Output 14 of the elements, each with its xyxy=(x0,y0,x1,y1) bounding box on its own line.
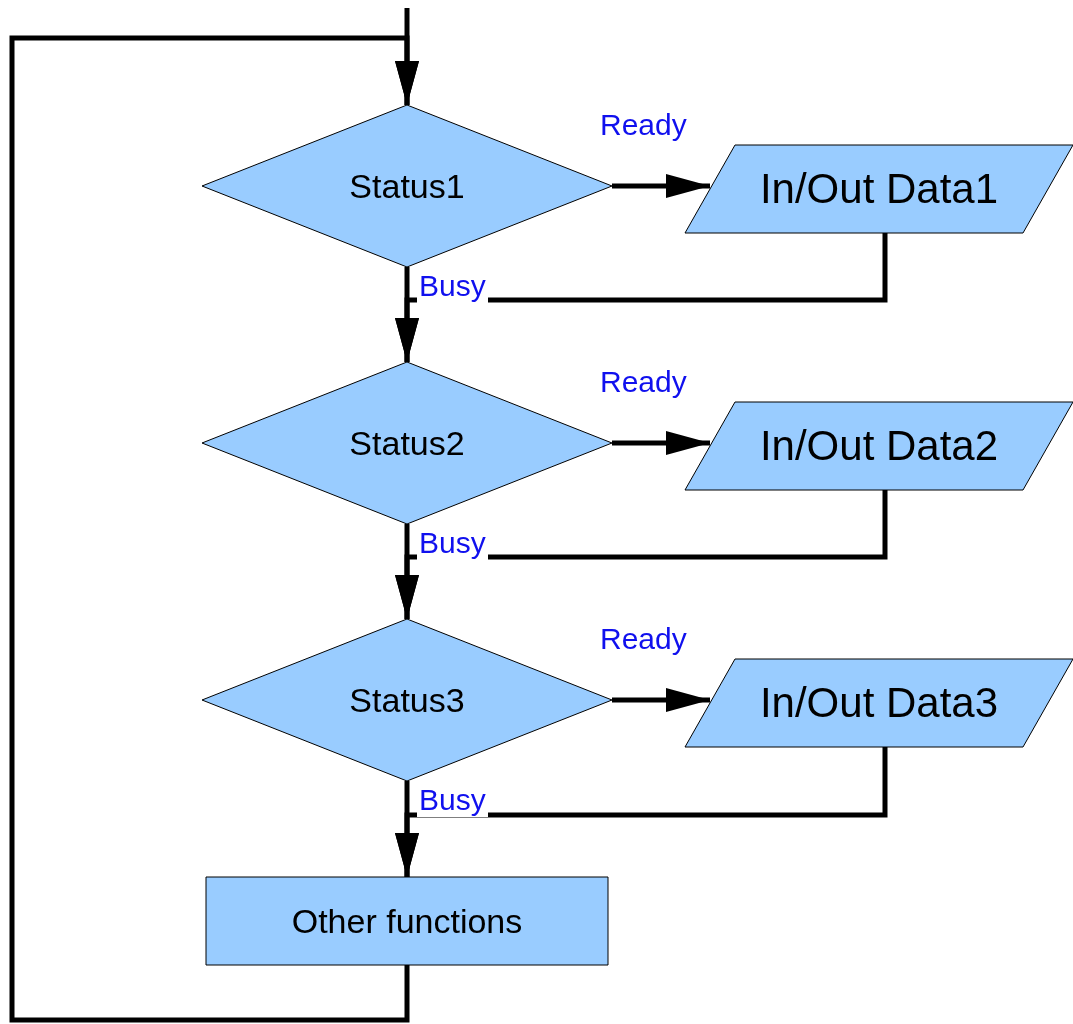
arrow xyxy=(612,688,710,712)
arrow xyxy=(612,431,710,455)
arrow xyxy=(395,490,888,619)
arrow xyxy=(395,747,888,877)
node-label: Status3 xyxy=(349,680,465,720)
node-label: In/Out Data1 xyxy=(759,165,999,213)
node-label: Other functions xyxy=(291,901,523,941)
arrow xyxy=(9,35,419,1023)
arrow xyxy=(395,233,888,362)
node-label: Status2 xyxy=(349,423,465,463)
node-label: Status1 xyxy=(349,166,465,206)
arrow xyxy=(612,174,710,198)
node-label: In/Out Data3 xyxy=(759,679,999,727)
node-label: In/Out Data2 xyxy=(759,422,999,470)
